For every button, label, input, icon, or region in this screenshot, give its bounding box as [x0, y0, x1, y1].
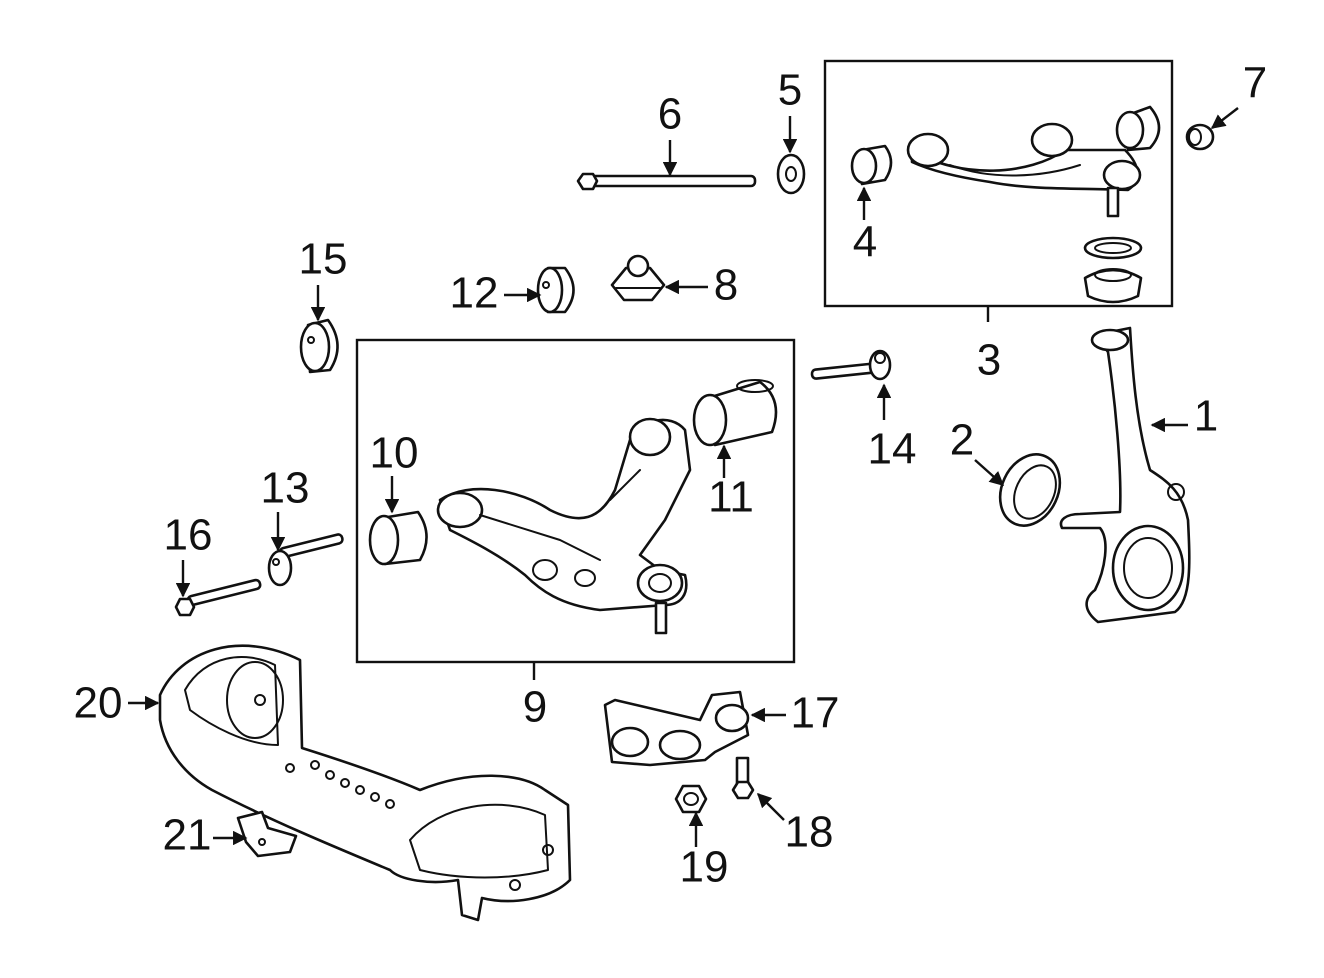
callout-11: 11: [708, 473, 754, 522]
callout-8: 8: [714, 261, 738, 310]
callout-21: 21: [163, 811, 212, 860]
bracket-part-17: [603, 690, 750, 767]
callout-14: 14: [868, 425, 917, 474]
bushing-part-11: [692, 379, 778, 447]
steering-knuckle-part-1: [1059, 326, 1191, 624]
bolt-part-18: [731, 756, 755, 800]
callout-12: 12: [450, 269, 499, 318]
callout-5: 5: [778, 66, 802, 115]
callout-10: 10: [370, 429, 419, 478]
bracket-part-21: [236, 810, 298, 858]
callout-16: 16: [164, 511, 213, 560]
nut-part-19: [674, 784, 708, 814]
callout-19: 19: [680, 843, 729, 892]
callout-20: 20: [74, 679, 123, 728]
upper-control-arm: [906, 122, 1142, 218]
lower-arm-assembly-frame: [355, 338, 796, 664]
upper-arm-bushing: [1115, 105, 1161, 152]
callout-13: 13: [261, 464, 310, 513]
callout-9: 9: [523, 683, 547, 732]
seal-part-2: [998, 453, 1062, 527]
bushing-part-10: [368, 510, 428, 566]
lower-control-arm: [436, 417, 692, 635]
ball-joint-part-8: [610, 254, 666, 302]
crossmember-part-20: [158, 644, 572, 922]
bolt-part-14: [810, 349, 892, 381]
cam-bolt-part-13: [267, 533, 344, 587]
bolt-part-16: [174, 578, 262, 617]
callout-2: 2: [950, 416, 974, 465]
leader-lines: [128, 107, 1239, 847]
cam-part-15: [299, 318, 339, 374]
callout-3: 3: [977, 336, 1001, 385]
callout-1: 1: [1194, 392, 1218, 441]
callout-7: 7: [1243, 59, 1267, 108]
upper-arm-assembly-frame: [823, 59, 1174, 308]
washer-part-5: [776, 153, 806, 195]
bushing-part-4: [850, 144, 893, 186]
callout-4: 4: [853, 218, 877, 267]
cap-part-7: [1185, 123, 1215, 151]
callout-17: 17: [791, 689, 840, 738]
callout-6: 6: [658, 90, 682, 139]
ball-joint-boot: [1083, 236, 1143, 304]
bushing-part-12: [536, 266, 575, 314]
callout-18: 18: [785, 808, 834, 857]
callout-15: 15: [299, 235, 348, 284]
bolt-part-6: [576, 172, 757, 191]
